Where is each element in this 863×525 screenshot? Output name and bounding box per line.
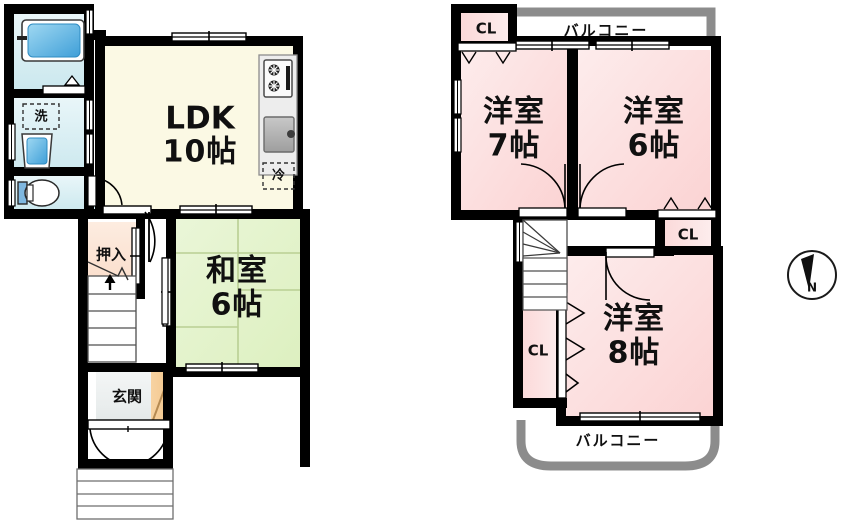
yo7-room-fill [461, 50, 567, 210]
ldk-top-window [171, 31, 247, 43]
staircase-up-1f [87, 261, 137, 363]
yo8-balcony-window [579, 411, 701, 423]
oshiire-label: 押入 [96, 246, 126, 264]
refrigerator-space: 冷 [262, 162, 295, 190]
hall-right-sliding [161, 257, 169, 325]
yo7-left-window [453, 79, 462, 115]
yo6-label-line1: 洋室 [623, 95, 685, 130]
cl-mid-right-fill [662, 218, 714, 251]
floor-1-labels: LDK 10帖 和室 6帖 玄関 押入 [96, 101, 268, 406]
gas-stove-icon [263, 59, 293, 98]
yo8-room-fill [565, 255, 713, 419]
genkan-entrance-door [87, 419, 171, 467]
stair-up-arrow [104, 274, 116, 290]
toilet-fixture [17, 179, 60, 207]
yo6-room-fill [578, 50, 710, 210]
yo7-door [518, 163, 568, 218]
washroom-window-right-2 [85, 133, 94, 165]
yo6-door [577, 163, 627, 218]
washroom-window-left [7, 123, 16, 161]
yo8-label-line1: 洋室 [603, 302, 665, 337]
hall-to-ldk-door [102, 205, 156, 263]
compass-north-label: N [807, 281, 817, 295]
yo8-door [605, 247, 655, 301]
washitsu-label-line2: 6帖 [211, 288, 264, 323]
floor-1-group: 洗 [4, 4, 310, 520]
washing-machine-space: 洗 [22, 103, 60, 130]
balcony-bottom: バルコニー [516, 420, 720, 471]
genkan-label: 玄関 [112, 388, 142, 406]
washitsu-label-line1: 和室 [206, 254, 268, 289]
balcony-bottom-label: バルコニー [576, 432, 661, 450]
floor-1-openings [7, 9, 259, 467]
floor-2-group: バルコニー バルコニー [451, 4, 723, 471]
cl-top-left-doors [457, 42, 517, 65]
cl-mid-right-doors [657, 196, 717, 219]
cl-top-left-label: CL [476, 20, 497, 38]
bathroom-window-right [85, 9, 94, 35]
ldk-label-line2: 10帖 [163, 135, 238, 170]
washitsu-bottom-window [185, 362, 259, 374]
balcony-top-label: バルコニー [564, 22, 649, 40]
yo7-label-line1: 洋室 [483, 95, 545, 130]
wash-basin-fixture [21, 133, 53, 169]
toilet-window-left [7, 179, 16, 207]
bathtub-fixture [17, 19, 85, 62]
yo7-left-window-2 [453, 117, 462, 153]
washer-label: 洗 [34, 109, 47, 125]
entrance-steps [76, 468, 174, 520]
fridge-label: 冷 [272, 168, 285, 184]
yo7-label-line2: 7帖 [488, 129, 541, 164]
yo6-label-line2: 6帖 [628, 129, 681, 164]
yo7-balcony-window [515, 39, 590, 51]
kitchen-sink-icon [263, 116, 295, 153]
stair-shaft-window [515, 221, 524, 263]
floor-2-openings [453, 39, 717, 423]
ldk-bottom-window [179, 204, 253, 216]
cl-top-left-fill [461, 12, 514, 45]
ldk-label-line1: LDK [165, 101, 235, 137]
kitchen-counter-unit [258, 54, 298, 176]
staircase-down-2f [522, 219, 568, 311]
cl-left-low-folding-doors [557, 297, 586, 399]
yo6-balcony-window [595, 39, 670, 51]
bathroom-door [42, 74, 86, 95]
cl-left-low-label: CL [528, 342, 549, 360]
floor-2-hallway [565, 218, 662, 251]
washroom-window-right [85, 99, 94, 131]
yo8-label-line2: 8帖 [608, 336, 661, 371]
washitsu-tatami-joints [176, 216, 300, 367]
floor-2-room-fills [461, 12, 714, 419]
floor-2-labels: 洋室 7帖 洋室 6帖 洋室 8帖 CL CL CL [476, 20, 699, 371]
compass-rose: N [787, 250, 837, 300]
cl-mid-right-label: CL [678, 226, 699, 244]
toilet-door [87, 175, 123, 207]
